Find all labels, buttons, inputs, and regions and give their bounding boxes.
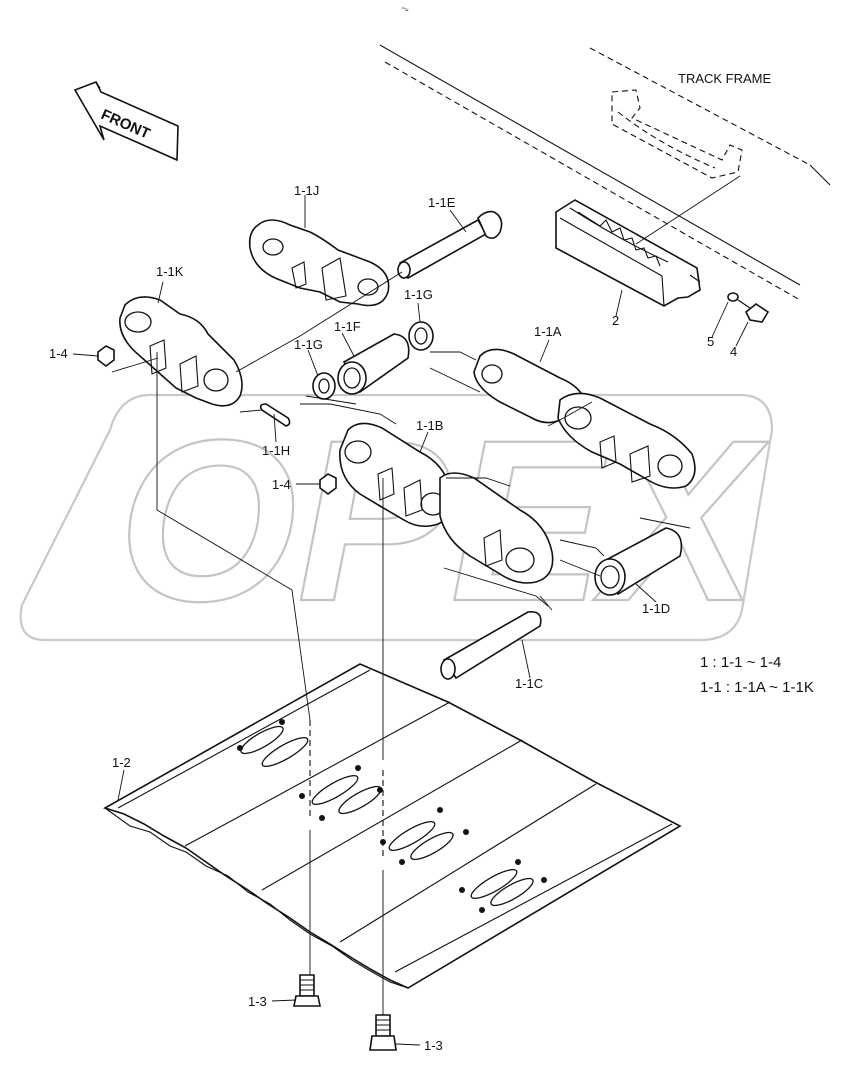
track-shoes-1-2 xyxy=(103,663,682,989)
bolt-1-3-left xyxy=(293,974,321,1007)
callout-1-1J: 1-1J xyxy=(294,183,319,198)
bushing-1-1D xyxy=(594,527,683,596)
callout-1-2: 1-2 xyxy=(112,755,131,770)
callout-1-1H: 1-1H xyxy=(262,443,290,458)
nut-1-4-mid xyxy=(319,473,337,495)
callout-1-1F: 1-1F xyxy=(334,319,361,334)
track-frame: TRACK FRAME xyxy=(379,44,831,301)
link-1-1B xyxy=(339,422,554,584)
front-arrow: FRONT xyxy=(73,80,179,162)
track-guard-2 xyxy=(555,199,701,307)
callout-5: 5 xyxy=(707,334,714,349)
nut-1-4-top xyxy=(97,345,115,367)
link-1-1K xyxy=(119,296,243,407)
leader-lines xyxy=(72,195,749,1046)
callout-1-3-left: 1-3 xyxy=(248,994,267,1009)
pin-1-1C xyxy=(440,610,542,680)
callout-1-1D: 1-1D xyxy=(642,601,670,616)
callout-1-1G-top: 1-1G xyxy=(404,287,433,302)
legend-line-2: 1-1 : 1-1A ~ 1-1K xyxy=(700,679,814,696)
callout-1-1K: 1-1K xyxy=(156,264,184,279)
callout-1-1B: 1-1B xyxy=(416,418,443,433)
callout-1-4-top: 1-4 xyxy=(49,346,68,361)
watermark-frame xyxy=(19,393,774,642)
assembly-guide-lines xyxy=(111,175,741,1015)
link-1-1J xyxy=(248,219,390,307)
bushing-1-1F xyxy=(337,333,410,395)
link-1-1A xyxy=(473,348,696,489)
callout-labels: 1-1J 1-1E 1-1K 1-1G 1-1F 1-1G 1-4 1-1A 1… xyxy=(49,183,737,1053)
callout-1-4-mid: 1-4 xyxy=(272,477,291,492)
header-mark: °≈ xyxy=(402,6,409,14)
callout-1-1E: 1-1E xyxy=(428,195,456,210)
bolt-1-3-bottom xyxy=(369,1014,397,1051)
callout-1-1A: 1-1A xyxy=(534,324,562,339)
pin-1-1E xyxy=(397,210,503,280)
callout-1-1C: 1-1C xyxy=(515,676,543,691)
callout-4: 4 xyxy=(730,344,737,359)
callout-1-1G-left: 1-1G xyxy=(294,337,323,352)
bolt-4 xyxy=(737,299,770,323)
callout-1-3-bottom: 1-3 xyxy=(424,1038,443,1053)
track-frame-label: TRACK FRAME xyxy=(678,71,772,86)
callout-2: 2 xyxy=(612,313,619,328)
seal-1-1G-left xyxy=(312,372,336,400)
legend-line-1: 1 : 1-1 ~ 1-4 xyxy=(700,654,781,671)
legend: 1 : 1-1 ~ 1-4 1-1 : 1-1A ~ 1-1K xyxy=(700,654,814,696)
pin-1-1H xyxy=(259,403,291,427)
seal-1-1G-top xyxy=(408,321,434,351)
washer-5 xyxy=(727,292,739,302)
